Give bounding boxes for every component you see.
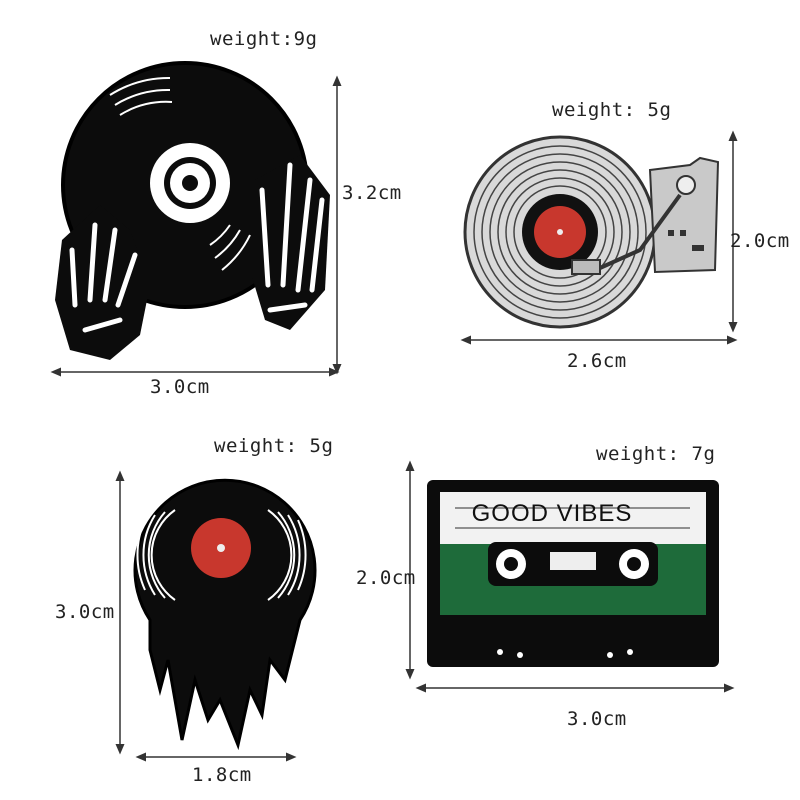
height-label: 3.2cm (342, 182, 402, 204)
dripping-vinyl-pin (133, 478, 317, 751)
width-label: 1.8cm (192, 764, 252, 786)
tape-label-text: GOOD VIBES (472, 500, 633, 527)
weight-label: weight:9g (210, 28, 318, 50)
cassette-pin (427, 480, 719, 667)
weight-label: weight: 5g (552, 99, 672, 121)
height-label: 2.0cm (356, 567, 416, 589)
width-label: 3.0cm (567, 708, 627, 730)
width-label: 2.6cm (567, 350, 627, 372)
weight-label: weight: 7g (596, 443, 716, 465)
vinyl-skeleton-hands-pin (55, 61, 330, 360)
weight-label: weight: 5g (214, 435, 334, 457)
turntable-pin (463, 135, 720, 329)
height-label: 3.0cm (55, 601, 115, 623)
dimension-arrows (50, 75, 738, 762)
width-label: 3.0cm (150, 376, 210, 398)
height-label: 2.0cm (730, 230, 790, 252)
